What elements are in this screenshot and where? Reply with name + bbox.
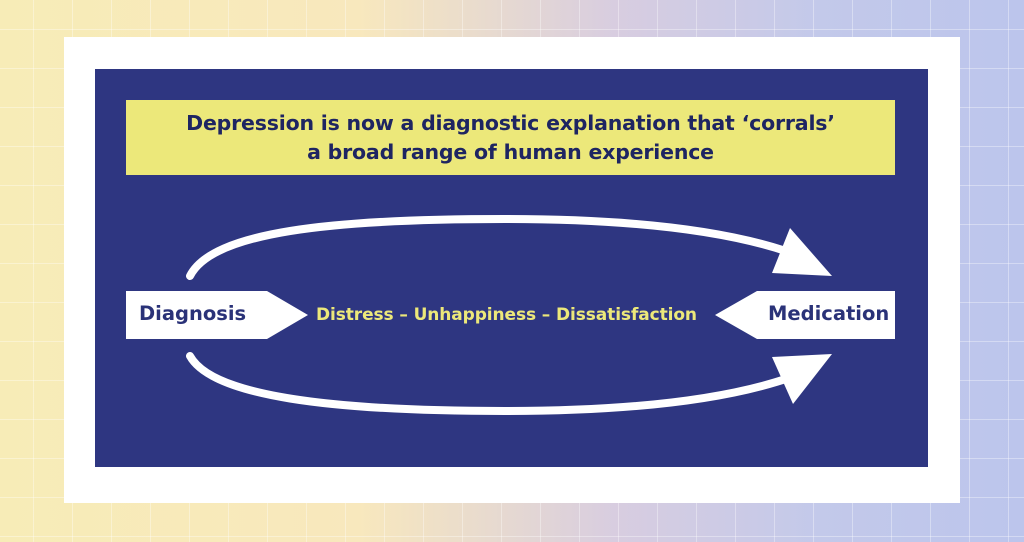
experience-label: Distress – Unhappiness – Dissatisfaction — [316, 305, 697, 325]
medication-node — [715, 291, 895, 339]
diagnosis-node — [126, 291, 308, 339]
top-cycle-arrow — [186, 214, 809, 280]
medication-label: Medication — [768, 302, 890, 325]
headline-box: Depression is now a diagnostic explanati… — [126, 100, 895, 175]
bottom-cycle-arrow — [186, 352, 809, 416]
diagnosis-label: Diagnosis — [139, 302, 247, 325]
headline-line-2: a broad range of human experience — [307, 139, 714, 164]
top-arrowhead — [772, 228, 832, 276]
bottom-arrowhead — [772, 354, 832, 404]
headline-line-1: Depression is now a diagnostic explanati… — [186, 110, 835, 135]
